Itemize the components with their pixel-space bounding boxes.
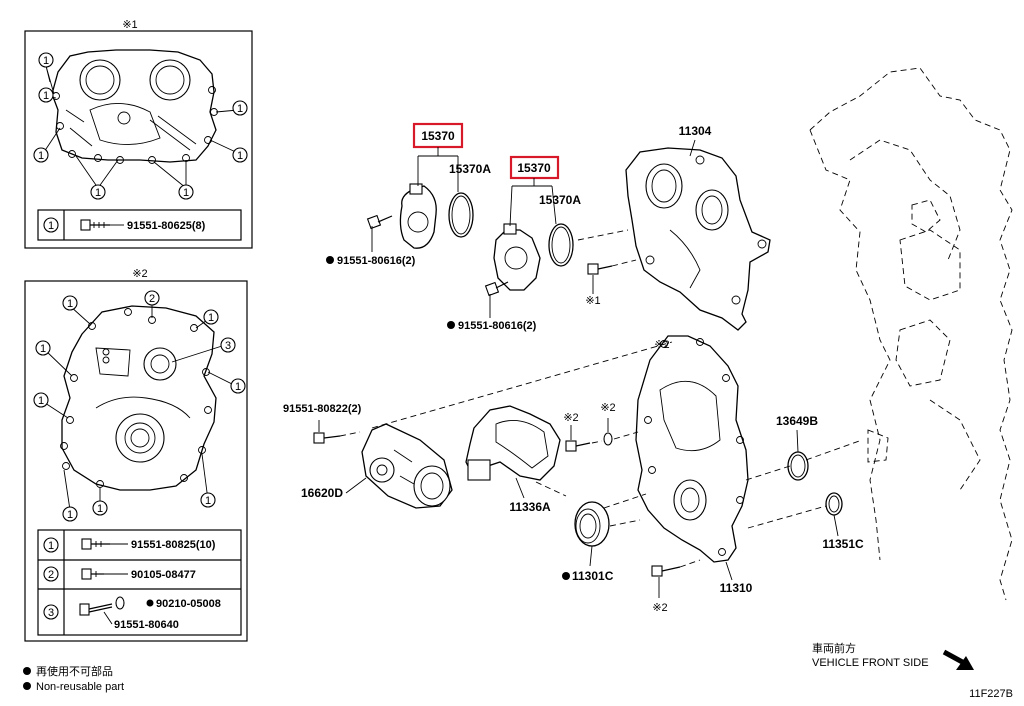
detail-1-frame bbox=[24, 30, 253, 249]
long-bolt-icon bbox=[79, 603, 113, 616]
callout-1: 1 bbox=[40, 343, 46, 355]
nonreusable-note: 再使用不可部品 Non-reusable part bbox=[23, 664, 124, 693]
callout-1: 1 bbox=[237, 103, 243, 115]
ref-mark-2-top: ※2 bbox=[654, 339, 669, 351]
callout-1: 1 bbox=[97, 503, 103, 515]
front-label-jp: 車両前方 bbox=[812, 641, 856, 655]
label-11310: 11310 bbox=[720, 581, 753, 595]
arrow-down-right-icon bbox=[942, 649, 974, 670]
nonreusable-label-jp: 再使用不可部品 bbox=[36, 664, 113, 678]
timing-cover bbox=[625, 147, 771, 331]
part-labels: 15370 15370A 15370 15370A 91551-80616(2)… bbox=[283, 124, 864, 614]
detail-1: ※1 bbox=[24, 19, 253, 249]
label-bolt-91551-80822: 91551-80822(2) bbox=[283, 403, 362, 415]
washer-part-number: 90210-05008 bbox=[156, 598, 221, 610]
detail-2-legend: 1 91551-80825(10) 2 90105-08477 3 bbox=[37, 529, 242, 636]
detail-2-case-drawing bbox=[41, 300, 237, 511]
ref-mark-2a: ※2 bbox=[563, 412, 578, 424]
callout-1: 1 bbox=[183, 187, 189, 199]
tensioner-bolt bbox=[313, 420, 341, 444]
detail-2-callouts: 1 2 1 3 1 1 1 1 1 1 bbox=[33, 290, 246, 522]
bolt-1 bbox=[366, 214, 393, 252]
highlight-15370-b bbox=[509, 155, 560, 180]
detail-1-mark: ※1 bbox=[122, 19, 137, 31]
cam-cover-1 bbox=[399, 183, 474, 249]
label-bolt-91551-80616-b: 91551-80616(2) bbox=[458, 320, 537, 332]
legend-part-number: 91551-80625(8) bbox=[127, 220, 206, 232]
callout-1: 1 bbox=[95, 187, 101, 199]
detail-2-mark: ※2 bbox=[132, 268, 147, 280]
callout-1: 1 bbox=[67, 509, 73, 521]
detail-1-callouts: 1 1 1 1 1 1 1 bbox=[33, 52, 248, 200]
nonreusable-dot bbox=[23, 667, 31, 675]
detail-2-frame bbox=[24, 280, 248, 642]
ref-mark-1: ※1 bbox=[585, 295, 600, 307]
label-11336A: 11336A bbox=[509, 500, 551, 514]
bolt-icon bbox=[81, 538, 110, 550]
timing-case bbox=[635, 335, 749, 563]
callout-1: 1 bbox=[67, 298, 73, 310]
chain-slipper bbox=[465, 405, 561, 481]
callout-1: 1 bbox=[205, 495, 211, 507]
label-15370-a: 15370 bbox=[421, 129, 455, 143]
label-15370-b: 15370 bbox=[517, 161, 551, 175]
ref-mark-2b: ※2 bbox=[600, 402, 615, 414]
bolt-2 bbox=[484, 281, 509, 318]
legend-key: 1 bbox=[48, 540, 54, 552]
label-bolt-91551-80616-a: 91551-80616(2) bbox=[337, 255, 416, 267]
label-11351C: 11351C bbox=[822, 537, 864, 551]
legend-part-number: 91551-80640 bbox=[114, 619, 179, 631]
label-11301C: 11301C bbox=[572, 569, 614, 583]
bolt-icon bbox=[80, 219, 110, 231]
engine-block-outline bbox=[809, 67, 1013, 601]
legend-key: 3 bbox=[48, 607, 54, 619]
detail-1-cover-drawing bbox=[39, 49, 241, 189]
label-11304: 11304 bbox=[679, 124, 712, 138]
legend-key: 2 bbox=[48, 569, 54, 581]
label-15370A-a: 15370A bbox=[449, 162, 491, 176]
callout-1: 1 bbox=[43, 55, 49, 67]
vehicle-front-indicator: 車両前方 VEHICLE FRONT SIDE bbox=[812, 641, 974, 670]
label-13649B: 13649B bbox=[776, 414, 818, 428]
callout-1: 1 bbox=[235, 381, 241, 393]
legend-part-number: 90105-08477 bbox=[131, 569, 196, 581]
callout-2: 2 bbox=[149, 293, 155, 305]
washer-r2 bbox=[603, 418, 613, 446]
oring-2 bbox=[548, 223, 574, 267]
callout-1: 1 bbox=[38, 150, 44, 162]
nonreusable-dot bbox=[23, 682, 31, 690]
bolt-r1 bbox=[587, 263, 613, 294]
nonreusable-dot bbox=[447, 321, 455, 329]
oring-1 bbox=[448, 192, 474, 238]
nonreusable-dot bbox=[326, 256, 334, 264]
figure-id: 11F227B bbox=[969, 688, 1013, 700]
bolt-icon bbox=[81, 568, 104, 580]
callout-1: 1 bbox=[237, 150, 243, 162]
cam-cover-2 bbox=[493, 223, 574, 291]
label-16620D: 16620D bbox=[301, 486, 343, 500]
nonreusable-dot bbox=[562, 572, 570, 580]
alignment-lines bbox=[339, 229, 863, 568]
legend-key: 1 bbox=[48, 220, 54, 232]
callout-1: 1 bbox=[43, 90, 49, 102]
front-label-en: VEHICLE FRONT SIDE bbox=[812, 657, 929, 669]
washer-icon bbox=[115, 596, 125, 610]
oil-seal bbox=[574, 501, 610, 547]
callout-3: 3 bbox=[225, 340, 231, 352]
callout-1: 1 bbox=[208, 312, 214, 324]
legend-part-number: 91551-80825(10) bbox=[131, 539, 216, 551]
detail-2: ※2 bbox=[24, 268, 248, 642]
nonreusable-label-en: Non-reusable part bbox=[36, 681, 124, 693]
bolt-r3 bbox=[651, 565, 681, 598]
tensioner bbox=[361, 423, 453, 509]
callout-1: 1 bbox=[38, 395, 44, 407]
label-15370A-b: 15370A bbox=[539, 193, 581, 207]
nonreusable-dot bbox=[146, 599, 154, 607]
bolt-r2 bbox=[565, 425, 591, 452]
ref-mark-2c: ※2 bbox=[652, 602, 667, 614]
detail-1-legend: 1 91551-80625(8) bbox=[37, 209, 242, 241]
